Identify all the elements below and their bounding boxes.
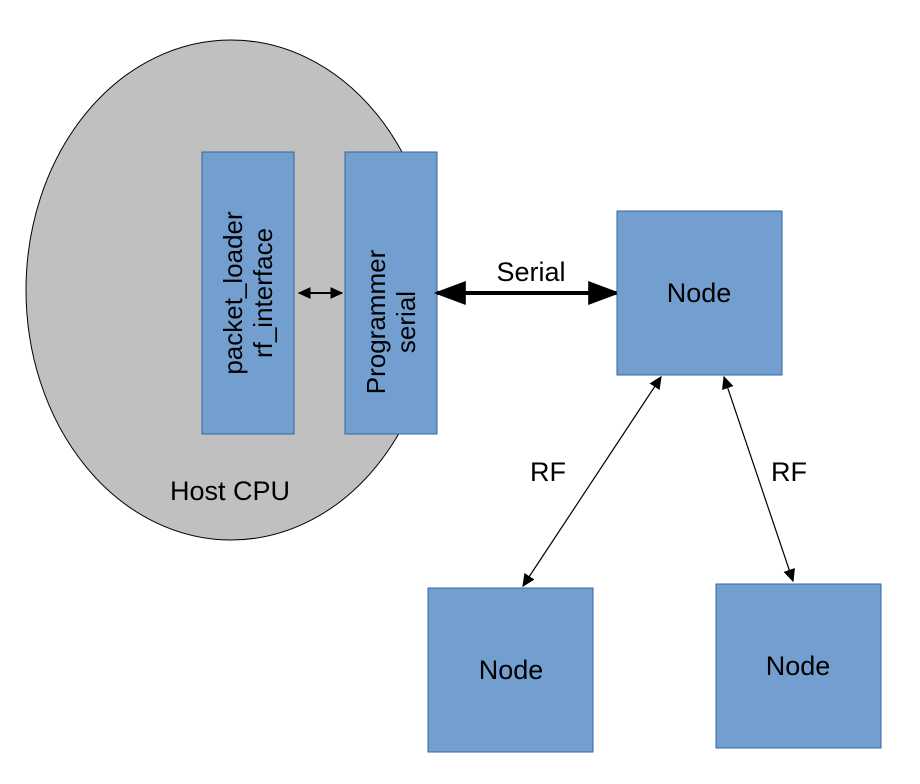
module-programmer: Programmer serial <box>344 151 438 435</box>
module-packet-loader-line2: rf_interface <box>248 228 278 358</box>
node-bottom-right: Node <box>715 583 882 749</box>
host-cpu-label: Host CPU <box>170 476 290 506</box>
module-packet-loader-box <box>201 151 295 435</box>
serial-link-label: Serial <box>496 257 565 287</box>
node-bottom-right-label: Node <box>766 651 831 681</box>
rf-link-right: RF <box>722 375 807 583</box>
node-bottom-left-label: Node <box>479 655 544 685</box>
module-packet-loader: packet_loader rf_interface <box>201 151 295 435</box>
module-packet-loader-line1: packet_loader <box>218 211 248 375</box>
module-programmer-line1: Programmer <box>361 249 391 394</box>
rf-link-left: RF <box>522 375 662 588</box>
rf-link-left-label: RF <box>530 457 566 487</box>
node-main: Node <box>616 210 783 376</box>
node-main-box <box>616 210 783 376</box>
node-bottom-left-box <box>427 587 594 753</box>
module-programmer-line2: serial <box>391 291 421 353</box>
rf-link-right-label: RF <box>771 457 807 487</box>
rf-link-right-arrow <box>722 375 795 583</box>
rf-link-left-arrow <box>522 375 662 588</box>
node-bottom-left: Node <box>427 587 594 753</box>
node-main-label: Node <box>667 278 732 308</box>
serial-link: Serial <box>433 257 621 305</box>
node-bottom-right-box <box>715 583 882 749</box>
